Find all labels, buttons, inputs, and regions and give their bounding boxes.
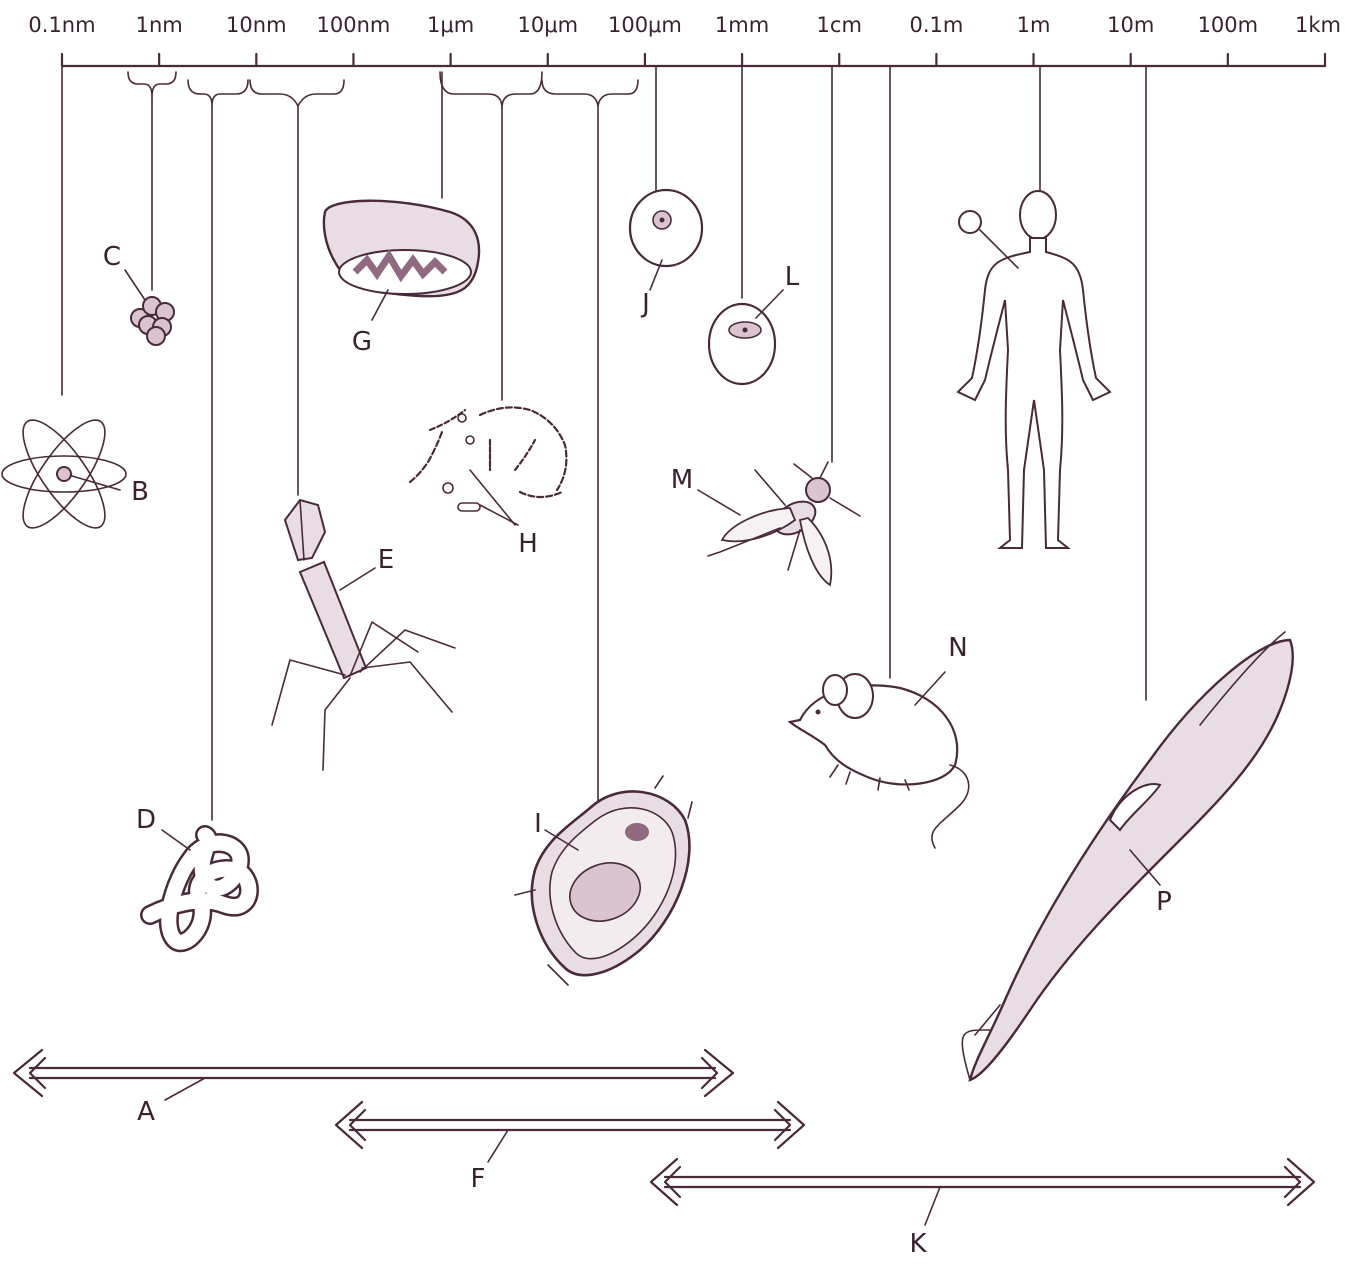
molecule-cluster-illustration <box>125 270 174 345</box>
label-m: M <box>671 465 693 495</box>
label-l: L <box>785 262 800 292</box>
scale-tick-label: 100nm <box>317 13 391 37</box>
atom-illustration <box>2 409 126 539</box>
brace-100um <box>542 80 638 106</box>
label-j: J <box>640 289 650 319</box>
label-m-pointer <box>698 490 740 515</box>
scale-tick-label: 100m <box>1198 13 1259 37</box>
scale-tick-label: 100μm <box>608 13 682 37</box>
scale-tick-label: 1m <box>1017 13 1051 37</box>
range-arrow-k <box>651 1159 1314 1225</box>
label-d: D <box>136 805 156 835</box>
frog-egg-illustration <box>709 290 783 384</box>
scale-tick-label: 10nm <box>226 13 287 37</box>
label-a: A <box>137 1097 155 1127</box>
scale-tick-label: 10μm <box>517 13 578 37</box>
label-e: E <box>378 545 394 575</box>
scale-tick-label: 1cm <box>817 13 862 37</box>
label-a-pointer <box>165 1078 205 1100</box>
label-g: G <box>352 327 372 357</box>
label-e-pointer <box>340 568 375 590</box>
scale-tick-label: 1μm <box>427 13 474 37</box>
label-l-pointer <box>756 290 783 318</box>
egg-cell-illustration <box>630 190 702 290</box>
virus-head <box>285 500 325 560</box>
label-o-circle <box>959 211 981 233</box>
plant-cell-illustration <box>515 776 692 985</box>
label-n: N <box>948 633 967 663</box>
brace-100nm <box>250 80 344 106</box>
label-f: F <box>471 1164 486 1194</box>
label-p: P <box>1156 887 1172 917</box>
brace-10um <box>440 72 542 108</box>
label-i: I <box>534 809 542 839</box>
label-g-pointer <box>372 290 388 320</box>
scale-tick-labels: 0.1nm 1nm 10nm 100nm 1μm 10μm 100μm 1mm 1cm 0.1m 1… <box>28 13 1341 37</box>
leader-lines <box>62 66 1146 820</box>
whale-illustration <box>962 632 1292 1080</box>
range-arrows <box>14 1050 1314 1225</box>
mouse-illustration <box>790 672 969 848</box>
scale-braces <box>128 72 638 108</box>
label-h: H <box>518 529 538 559</box>
label-b-pointer <box>72 476 120 490</box>
label-f-pointer <box>488 1130 508 1162</box>
protein-knot-illustration <box>150 830 249 942</box>
label-c: C <box>103 242 121 272</box>
fly-illustration <box>698 462 860 585</box>
label-k: K <box>909 1229 927 1259</box>
label-h-pointer-1 <box>470 470 515 525</box>
brace-10nm <box>188 80 248 106</box>
scale-bar: 0.1nm 1nm 10nm 100nm 1μm 10μm 100μm 1mm 1cm 0.1m 1… <box>28 13 1341 66</box>
label-h-pointer-2 <box>480 505 518 525</box>
atom-nucleus <box>57 467 71 481</box>
scale-ticks <box>62 54 1325 66</box>
bacteria-illustration <box>410 407 566 525</box>
range-arrow-f <box>336 1102 804 1162</box>
scale-tick-label: 10m <box>1107 13 1154 37</box>
scale-tick-label: 0.1m <box>909 13 963 37</box>
scale-tick-label: 1km <box>1295 13 1341 37</box>
label-c-pointer <box>125 270 145 300</box>
brace-1nm <box>128 72 176 96</box>
human-illustration <box>958 191 1110 548</box>
virus-illustration <box>272 500 455 770</box>
scale-tick-label: 1mm <box>715 13 769 37</box>
label-d-pointer <box>162 830 190 850</box>
label-k-pointer <box>925 1187 940 1225</box>
range-arrow-a <box>14 1050 733 1100</box>
scale-tick-label: 1nm <box>136 13 183 37</box>
scale-tick-label: 0.1nm <box>28 13 95 37</box>
label-b: B <box>131 477 149 507</box>
organelle-illustration <box>324 201 479 320</box>
